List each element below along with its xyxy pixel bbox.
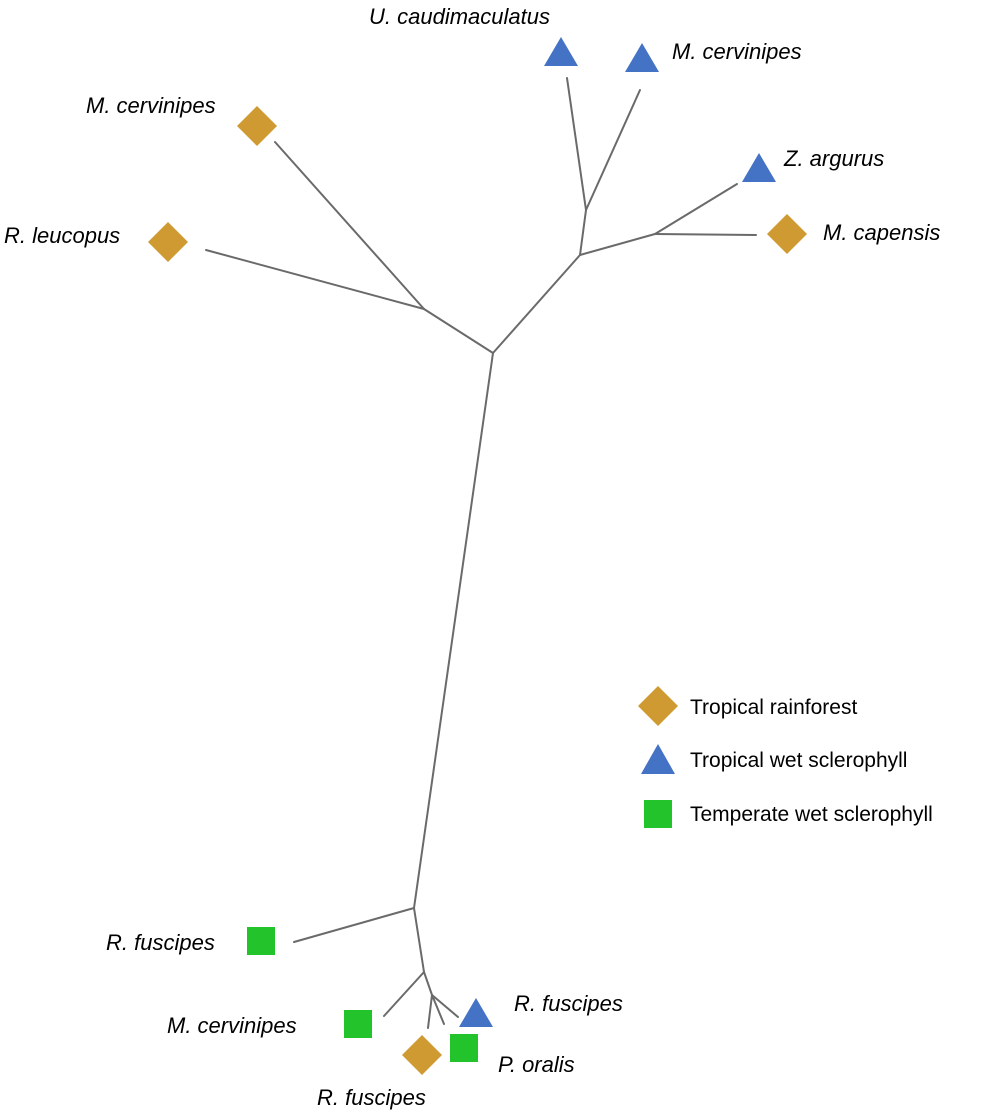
branch-r-fuscipes-square <box>293 907 415 943</box>
legend: Tropical rainforest Tropical wet sclerop… <box>638 686 933 828</box>
taxon-label-z-argurus: Z. argurus <box>783 146 884 171</box>
taxon-markers <box>148 37 807 1075</box>
branch-m-cervinipes-temperate <box>383 971 425 1017</box>
branch-m-cervinipes-rainforest <box>274 141 425 310</box>
taxon-label-m-capensis: M. capensis <box>823 220 940 245</box>
taxon-label-p-oralis: P. oralis <box>498 1052 575 1077</box>
branch-m-cervinipes-tropical <box>585 89 641 211</box>
branch-lower-subclade <box>413 907 425 973</box>
branch-r-fuscipes-diamond <box>427 994 433 1029</box>
diamond-marker-r-leucopus <box>148 222 188 262</box>
square-marker-m-cervinipes <box>344 1010 372 1038</box>
triangle-marker-u-caudimaculatus <box>544 37 578 66</box>
triangle-marker-z-argurus <box>742 153 776 182</box>
taxon-label-u-caudimaculatus: U. caudimaculatus <box>369 4 550 29</box>
branch-r-fuscipes-triangle <box>431 994 459 1018</box>
branch-m-capensis <box>654 233 757 236</box>
legend-diamond-icon <box>638 686 678 726</box>
taxon-label-m-cervinipes-temperate: M. cervinipes <box>167 1013 297 1038</box>
taxon-labels: U. caudimaculatus M. cervinipes Z. argur… <box>4 4 940 1110</box>
legend-triangle-icon <box>641 744 675 774</box>
branch-triangle-pair <box>579 209 587 256</box>
branch-capensis-argurus <box>579 233 656 256</box>
triangle-marker-r-fuscipes <box>459 998 493 1027</box>
branch-trunk <box>413 352 494 909</box>
taxon-label-r-fuscipes-tropical: R. fuscipes <box>514 991 623 1016</box>
branch-upper-right-clade <box>492 254 581 354</box>
branch-p-oralis <box>431 994 445 1025</box>
legend-square-icon <box>644 800 672 828</box>
legend-label-tropical-wet-sclerophyll: Tropical wet sclerophyll <box>690 749 907 772</box>
square-marker-p-oralis <box>450 1034 478 1062</box>
branch-r-leucopus <box>205 249 425 310</box>
tree-branches <box>205 77 757 1029</box>
taxon-label-r-fuscipes-rainforest: R. fuscipes <box>317 1085 426 1110</box>
diamond-marker-r-fuscipes <box>402 1035 442 1075</box>
taxon-label-m-cervinipes-tropical: M. cervinipes <box>672 39 802 64</box>
branch-u-caudimaculatus <box>566 77 587 211</box>
branch-inner-subclade <box>423 971 433 996</box>
legend-label-tropical-rainforest: Tropical rainforest <box>690 696 857 719</box>
taxon-label-m-cervinipes-rainforest: M. cervinipes <box>86 93 216 118</box>
diamond-marker-m-capensis <box>767 214 807 254</box>
diamond-marker-m-cervinipes <box>237 106 277 146</box>
branch-z-argurus <box>654 183 738 235</box>
taxon-label-r-leucopus: R. leucopus <box>4 223 120 248</box>
legend-label-temperate-wet-sclerophyll: Temperate wet sclerophyll <box>690 803 933 826</box>
triangle-marker-m-cervinipes <box>625 43 659 72</box>
square-marker-r-fuscipes <box>247 927 275 955</box>
taxon-label-r-fuscipes-temperate: R. fuscipes <box>106 930 215 955</box>
branch-upper-left-clade <box>423 308 494 354</box>
